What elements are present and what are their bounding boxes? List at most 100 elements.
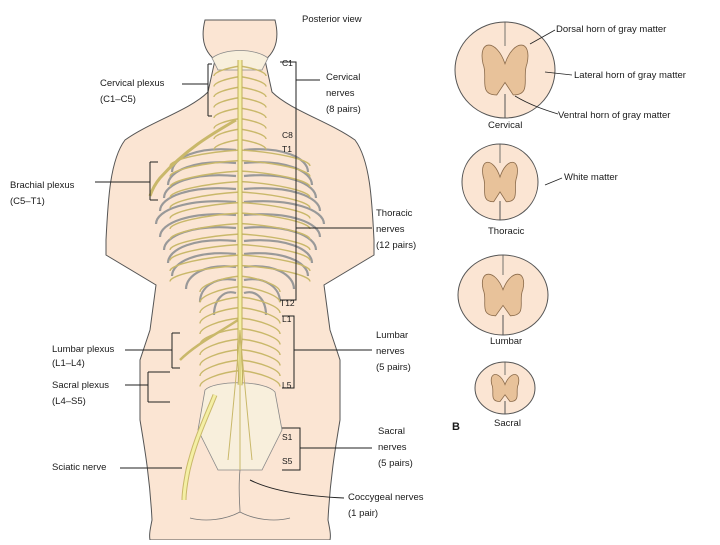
panel-letter: B (452, 421, 460, 433)
cervical-plexus-range: (C1–C5) (100, 94, 136, 105)
cross-section-callouts (514, 29, 573, 186)
nerve-branch (199, 317, 241, 335)
section-label-sacral: Sacral (494, 418, 521, 429)
nerve-branch (213, 75, 241, 87)
lateral-horn-label: Lateral horn of gray matter (574, 70, 686, 81)
nerve-branch (239, 264, 311, 282)
nerve-branch (239, 138, 267, 150)
brachial-plexus-range: (C5–T1) (10, 196, 45, 207)
cross-sections (454, 21, 556, 415)
ventral-horn-label: Ventral horn of gray matter (558, 110, 671, 121)
nerve-branch (169, 159, 241, 177)
lumbar-plexus-label: Lumbar plexus (52, 344, 115, 355)
segment-c1: C1 (282, 58, 293, 68)
rib-left (162, 174, 237, 199)
segment-s5: S5 (282, 456, 293, 466)
nerve-branch (199, 306, 241, 324)
nerve-branch (239, 359, 281, 377)
nerve-branch (239, 75, 267, 87)
nerve-branch (169, 201, 241, 219)
rib-left (170, 252, 237, 277)
lumbar-nerves-label-2: nerves (376, 346, 405, 357)
nerve-branch (239, 117, 267, 129)
brachial-bundle (148, 118, 237, 197)
nerve-branch (239, 306, 281, 324)
sacral-nerves-label-1: Sacral (378, 426, 405, 437)
cross-section-cervical-gray-matter (481, 44, 529, 96)
nerve-branch (239, 191, 311, 209)
nerve-branch (169, 212, 241, 230)
thoracic-nerves-label-2: nerves (376, 224, 405, 235)
nerve-branch (239, 369, 281, 387)
nerve-branch (199, 348, 241, 366)
section-label-cervical: Cervical (488, 120, 523, 131)
rib-left (198, 278, 237, 303)
nerve-branch (239, 180, 311, 198)
nerve-branch (239, 348, 281, 366)
segment-l5: L5 (282, 380, 292, 390)
nerve-branch (199, 369, 241, 387)
lumbar-nerves-count: (5 pairs) (376, 362, 411, 373)
nerve-branch (213, 117, 241, 129)
sacral-nerves-label-2: nerves (378, 442, 407, 453)
nerve-branch (169, 243, 241, 261)
rib-left (154, 200, 237, 225)
nerve-branch (239, 107, 267, 119)
segment-c8: C8 (282, 130, 293, 140)
segment-s1: S1 (282, 432, 293, 442)
nerve-branch (239, 233, 311, 251)
thoracic-nerves-count: (12 pairs) (376, 240, 417, 251)
nerve-branch (239, 285, 281, 303)
nerve-branch (239, 254, 311, 272)
rib-right (243, 252, 310, 277)
nerve-branch (199, 338, 241, 356)
nerve-branch (213, 107, 241, 119)
cervical-nerves-count: (8 pairs) (326, 104, 361, 115)
sacral-plexus-label: Sacral plexus (52, 380, 110, 391)
right-leader-lines (249, 61, 372, 499)
nerve-branch (239, 159, 311, 177)
nerve-branch (213, 128, 241, 140)
white-matter-label: White matter (564, 172, 618, 183)
nerve-branch (199, 296, 241, 314)
nerve-branch (239, 212, 311, 230)
rib-right (243, 200, 326, 225)
nerve-branch (239, 149, 311, 167)
cauda-equina (227, 329, 253, 470)
rib-left (158, 187, 237, 212)
nerve-branch (239, 86, 267, 98)
cervical-plexus-label: Cervical plexus (100, 78, 165, 89)
nerve-branch (169, 264, 241, 282)
nerve-branch (213, 96, 241, 108)
brachial-plexus-label: Brachial plexus (10, 180, 75, 191)
coccygeal-nerves-label: Coccygeal nerves (348, 492, 424, 503)
cross-section-thoracic-gray-matter (482, 161, 518, 203)
rib-right (243, 291, 268, 316)
section-label-lumbar: Lumbar (490, 336, 523, 347)
view-title: Posterior view (302, 14, 362, 25)
nerve-branch (169, 233, 241, 251)
nerve-branch (169, 222, 241, 240)
rib-right (243, 278, 282, 303)
cross-section-lumbar-gray-matter (481, 273, 525, 317)
dorsal-horn-label: Dorsal horn of gray matter (556, 24, 667, 35)
nerve-branch (213, 86, 241, 98)
nerve-branch (169, 191, 241, 209)
segment-t1: T1 (282, 144, 292, 154)
segment-l1: L1 (282, 314, 292, 324)
nerve-branch (199, 285, 241, 303)
nerve-branch (213, 65, 241, 77)
sacral-nerves-count: (5 pairs) (378, 458, 413, 469)
nerve-branch (213, 138, 241, 150)
nerve-branch (239, 65, 267, 77)
nerve-branch (199, 275, 241, 293)
coccygeal-nerves-count: (1 pair) (348, 508, 379, 519)
sciatic-nerve-label: Sciatic nerve (52, 462, 107, 473)
nerve-branch (239, 338, 281, 356)
nerve-branch (239, 243, 311, 261)
cervical-nerves-label-2: nerves (326, 88, 355, 99)
nerve-branch (199, 359, 241, 377)
rib-right (243, 148, 310, 173)
